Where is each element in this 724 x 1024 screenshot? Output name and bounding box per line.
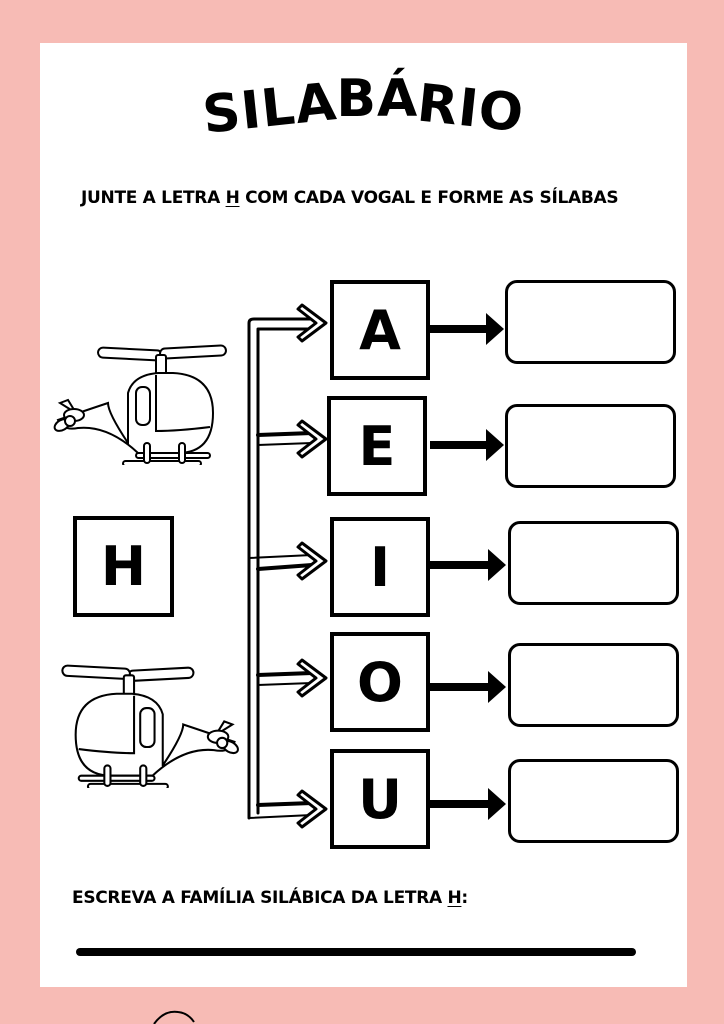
vowel-letter: E	[358, 414, 396, 478]
answer-box-u[interactable]	[508, 759, 679, 843]
worksheet-page: SILABÁRIO SILABÁRIO JUNTE A LETRA H COM …	[40, 43, 687, 987]
branch-connector	[247, 303, 328, 829]
consonant-box: H	[73, 516, 174, 617]
vowel-letter: U	[358, 767, 402, 831]
arrows-to-answers	[430, 313, 506, 820]
helicopter-icon	[53, 344, 227, 465]
write-prompt-before: ESCREVA A FAMÍLIA SILÁBICA DA LETRA	[72, 888, 448, 908]
write-prompt-after: :	[461, 888, 468, 908]
vowel-letter: I	[369, 535, 391, 599]
answer-box-i[interactable]	[508, 521, 679, 605]
vowel-box-o: O	[330, 632, 430, 732]
instruction-after: COM CADA VOGAL E FORME AS SÍLABAS	[239, 188, 619, 208]
writing-line[interactable]	[76, 948, 636, 956]
instruction-text: JUNTE A LETRA H COM CADA VOGAL E FORME A…	[81, 188, 619, 208]
write-prompt-letter: H	[447, 888, 462, 908]
vowel-box-i: I	[330, 517, 430, 617]
vowel-letter: A	[359, 298, 401, 362]
write-prompt: ESCREVA A FAMÍLIA SILÁBICA DA LETRA H:	[72, 888, 468, 908]
instruction-letter: H	[225, 188, 240, 208]
vowel-box-u: U	[330, 749, 430, 849]
instruction-before: JUNTE A LETRA	[81, 188, 226, 208]
consonant-letter: H	[100, 535, 147, 598]
title-part-3: RIO	[414, 73, 528, 145]
title-part-2: BÁ	[336, 69, 419, 129]
answer-box-o[interactable]	[508, 643, 679, 727]
page-title: SILABÁRIO	[40, 69, 687, 146]
decorative-doodle-icon	[153, 1010, 195, 1024]
answer-box-e[interactable]	[505, 404, 676, 488]
title-part-1: SILA	[200, 72, 340, 146]
helicopter-icon	[61, 664, 239, 788]
vowel-box-a: A	[330, 280, 430, 380]
answer-box-a[interactable]	[505, 280, 676, 364]
vowel-letter: O	[357, 650, 403, 714]
vowel-box-e: E	[327, 396, 427, 496]
